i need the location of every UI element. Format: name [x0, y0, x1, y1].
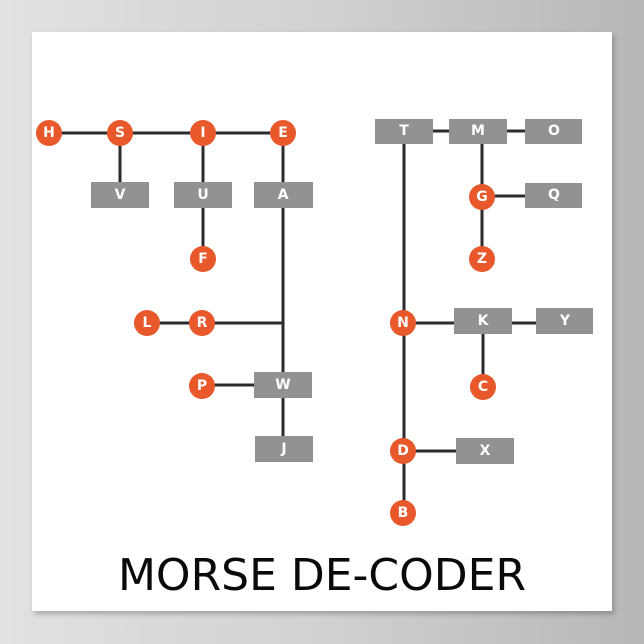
node-v: V — [91, 182, 149, 208]
node-q: Q — [525, 183, 582, 208]
svg-text:J: J — [280, 441, 286, 457]
node-b: B — [390, 500, 416, 526]
node-g: G — [469, 184, 495, 210]
svg-text:K: K — [478, 313, 490, 329]
svg-text:A: A — [278, 187, 289, 203]
svg-text:H: H — [43, 125, 55, 141]
svg-text:V: V — [115, 187, 126, 203]
svg-text:W: W — [275, 377, 290, 393]
svg-text:X: X — [480, 443, 491, 459]
svg-text:T: T — [399, 123, 409, 139]
poster-title: MORSE DE-CODER — [117, 550, 527, 601]
node-y: Y — [536, 308, 593, 334]
svg-text:U: U — [197, 187, 208, 203]
svg-text:L: L — [143, 315, 152, 331]
svg-text:G: G — [476, 189, 488, 205]
svg-text:B: B — [398, 505, 409, 521]
svg-text:D: D — [397, 443, 409, 459]
node-a: A — [254, 182, 313, 208]
svg-text:Z: Z — [477, 251, 487, 267]
node-r: R — [189, 310, 215, 336]
node-i: I — [190, 120, 216, 146]
node-m: M — [449, 119, 507, 144]
svg-text:F: F — [198, 251, 208, 267]
svg-text:S: S — [115, 125, 125, 141]
node-t: T — [375, 119, 433, 144]
svg-text:Q: Q — [548, 187, 560, 203]
node-c: C — [470, 374, 496, 400]
svg-text:C: C — [478, 379, 488, 395]
node-f: F — [190, 246, 216, 272]
node-e: E — [270, 120, 296, 146]
node-z: Z — [469, 246, 495, 272]
node-x: X — [456, 438, 514, 464]
node-n: N — [390, 310, 416, 336]
svg-text:P: P — [197, 378, 207, 394]
node-w: W — [254, 372, 312, 398]
svg-text:O: O — [548, 123, 560, 139]
node-s: S — [107, 120, 133, 146]
svg-text:R: R — [197, 315, 208, 331]
node-h: H — [36, 120, 62, 146]
node-k: K — [454, 308, 512, 334]
node-d: D — [390, 438, 416, 464]
node-p: P — [189, 373, 215, 399]
svg-text:N: N — [397, 315, 409, 331]
svg-text:M: M — [471, 123, 485, 139]
svg-text:I: I — [200, 125, 205, 141]
svg-text:E: E — [278, 125, 288, 141]
node-u: U — [174, 182, 232, 208]
node-j: J — [255, 436, 313, 462]
svg-text:Y: Y — [559, 313, 571, 329]
node-o: O — [525, 119, 582, 144]
node-l: L — [134, 310, 160, 336]
